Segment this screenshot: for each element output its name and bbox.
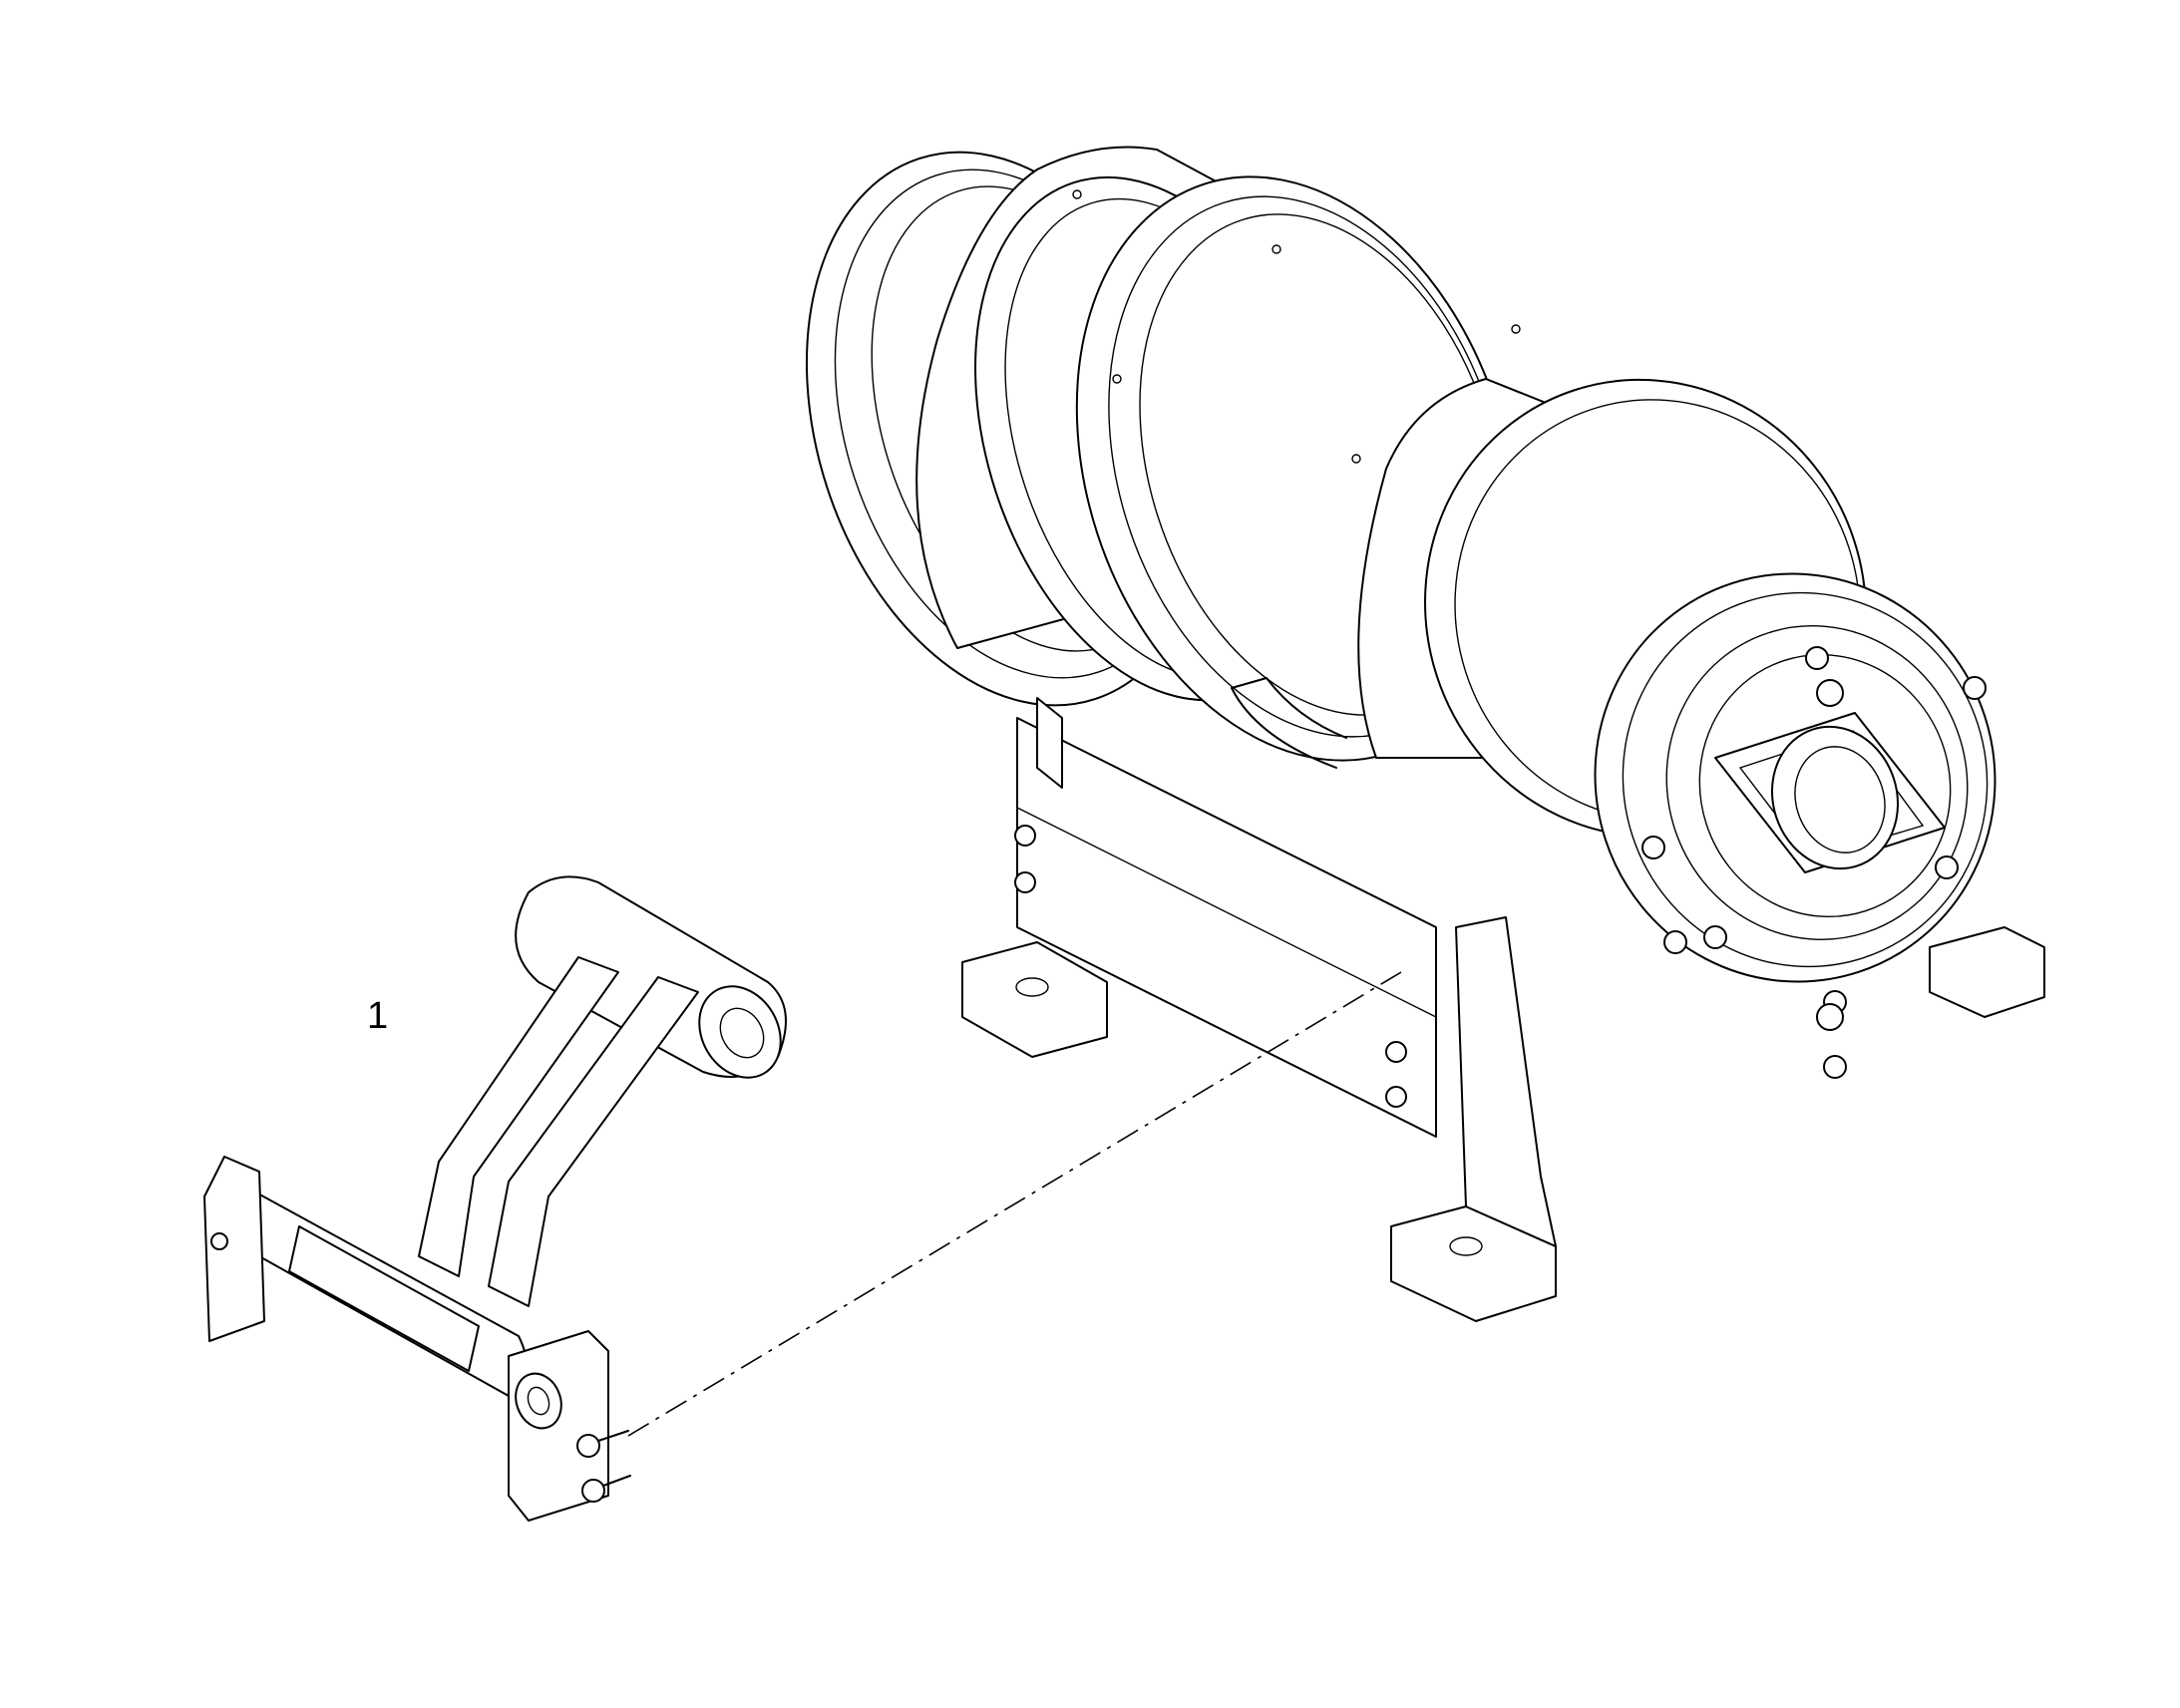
support-bracket: [1016, 717, 1437, 1138]
assembly-center-line: [627, 971, 1402, 1437]
flange-bolts: [1641, 646, 1987, 1079]
drum-housing-assembly: [805, 146, 2045, 1322]
mounting-bolts: [576, 1430, 631, 1503]
roller-arm-assembly: [203, 875, 787, 1522]
rim-holes: [1072, 189, 1521, 464]
bracket-bolts: [1014, 825, 1407, 1108]
item-callout-1: 1: [367, 995, 389, 1037]
mounting-foot: [961, 941, 1108, 1058]
mounting-foot: [1929, 926, 2045, 1018]
